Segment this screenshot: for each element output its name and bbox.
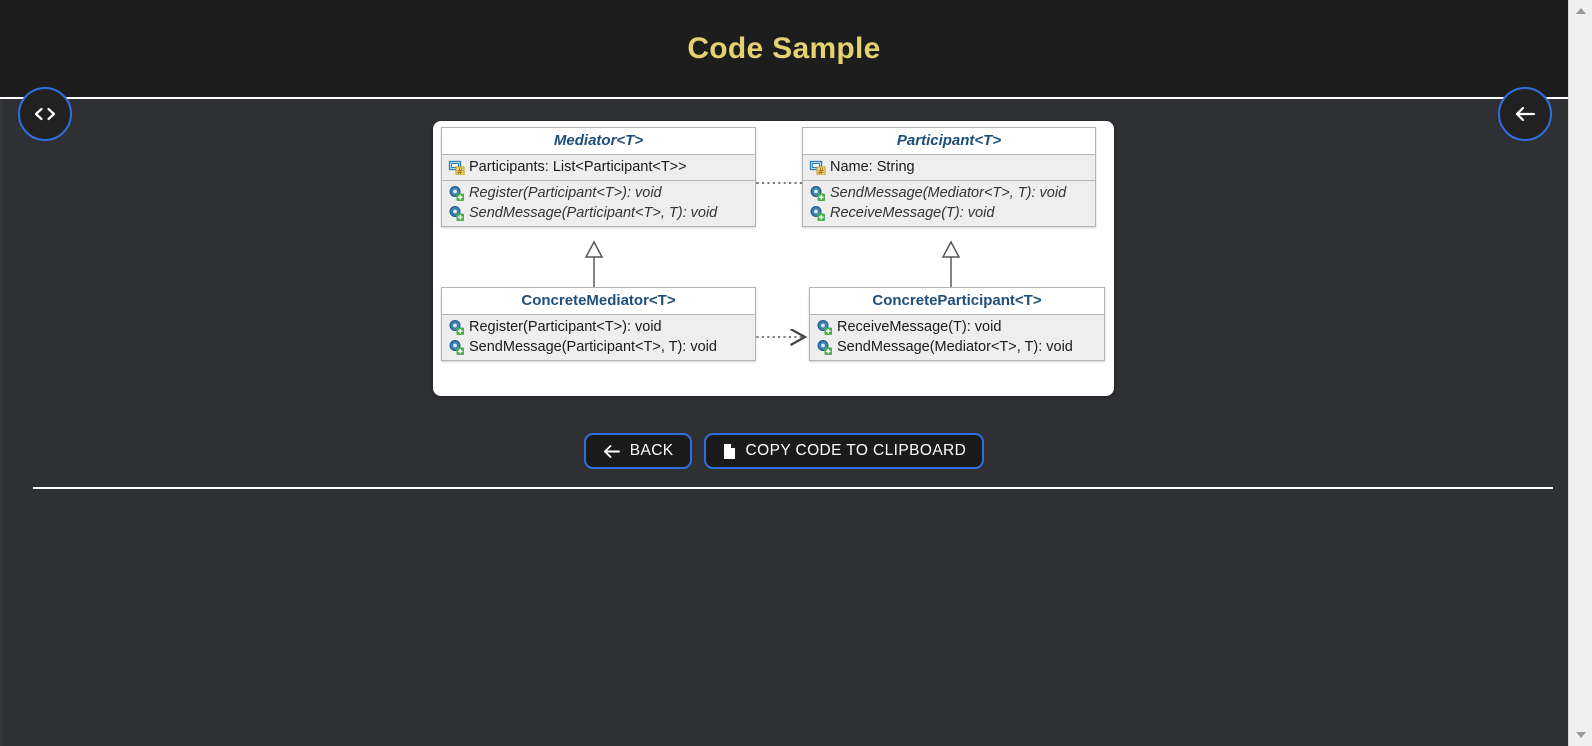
protected-field-icon: # <box>448 159 465 175</box>
uml-field-text: Participants: List<Participant<T>> <box>469 159 687 175</box>
uml-class-concreteparticipant[interactable]: ConcreteParticipant<T> ReceiveMessage(T)… <box>809 287 1105 361</box>
uml-method-text: SendMessage(Participant<T>, T): void <box>469 339 717 355</box>
uml-method-row: Register(Participant<T>): void <box>442 183 755 203</box>
page-title: Code Sample <box>687 31 881 65</box>
back-button-label: BACK <box>629 442 674 459</box>
section-divider <box>33 487 1553 489</box>
uml-method-row: SendMessage(Mediator<T>, T): void <box>810 337 1104 357</box>
uml-method-text: Register(Participant<T>): void <box>469 319 662 335</box>
vertical-scrollbar[interactable] <box>1568 0 1592 746</box>
uml-class-mediator[interactable]: Mediator<T> # Participants: List<Partici… <box>441 127 756 227</box>
uml-method-row: ReceiveMessage(T): void <box>810 317 1104 337</box>
chevron-down-icon <box>1576 732 1586 738</box>
generalization-arrow-concreteparticipant <box>941 240 961 258</box>
back-button[interactable]: BACK <box>583 433 692 469</box>
uml-class-title: Participant<T> <box>803 128 1095 155</box>
public-method-icon <box>809 185 826 201</box>
uml-methods: SendMessage(Mediator<T>, T): void Receiv… <box>803 180 1095 226</box>
uml-class-title: ConcreteMediator<T> <box>442 288 755 315</box>
uml-methods: Register(Participant<T>): void SendMessa… <box>442 180 755 226</box>
uml-method-row: ReceiveMessage(T): void <box>803 203 1095 223</box>
uml-class-title: Mediator<T> <box>442 128 755 155</box>
uml-method-row: SendMessage(Mediator<T>, T): void <box>803 183 1095 203</box>
copy-code-button-label: COPY CODE TO CLIPBOARD <box>745 442 967 459</box>
uml-method-text: Register(Participant<T>): void <box>469 185 662 201</box>
public-method-icon <box>448 205 465 221</box>
page-header: Code Sample <box>0 0 1568 99</box>
public-method-icon <box>809 205 826 221</box>
uml-methods: Register(Participant<T>): void SendMessa… <box>442 315 755 360</box>
uml-diagram-panel: Mediator<T> # Participants: List<Partici… <box>433 121 1114 396</box>
public-method-icon <box>448 185 465 201</box>
uml-class-participant[interactable]: Participant<T> # Name: String <box>802 127 1096 227</box>
uml-method-text: SendMessage(Mediator<T>, T): void <box>830 185 1067 201</box>
copy-code-button[interactable]: COPY CODE TO CLIPBOARD <box>703 433 985 469</box>
svg-text:#: # <box>818 167 825 175</box>
uml-methods: ReceiveMessage(T): void SendMessage(Medi… <box>810 315 1104 360</box>
public-method-icon <box>448 319 465 335</box>
uml-method-text: SendMessage(Mediator<T>, T): void <box>837 339 1073 355</box>
uml-method-text: ReceiveMessage(T): void <box>837 319 1002 335</box>
code-brackets-icon <box>32 106 58 122</box>
uml-fields: # Name: String <box>803 155 1095 180</box>
uml-field-row: # Name: String <box>803 157 1095 177</box>
navigate-back-button[interactable] <box>1498 87 1552 141</box>
arrow-left-icon <box>602 444 621 459</box>
generalization-arrow-concretemediator <box>584 240 604 258</box>
uml-method-text: SendMessage(Participant<T>, T): void <box>469 205 718 221</box>
left-edge-sliver <box>0 99 3 746</box>
uml-method-row: SendMessage(Participant<T>, T): void <box>442 337 755 357</box>
protected-field-icon: # <box>809 159 826 175</box>
scroll-down-button[interactable] <box>1569 724 1592 746</box>
uml-fields: # Participants: List<Participant<T>> <box>442 155 755 180</box>
public-method-icon <box>816 339 833 355</box>
uml-class-concretemediator[interactable]: ConcreteMediator<T> Register(Participant… <box>441 287 756 361</box>
uml-class-title: ConcreteParticipant<T> <box>810 288 1104 315</box>
view-code-button[interactable] <box>18 87 72 141</box>
document-copy-icon <box>722 443 737 460</box>
uml-field-row: # Participants: List<Participant<T>> <box>442 157 755 177</box>
uml-field-text: Name: String <box>830 159 915 175</box>
public-method-icon <box>448 339 465 355</box>
action-bar: BACK COPY CODE TO CLIPBOARD <box>0 433 1568 469</box>
uml-method-text: ReceiveMessage(T): void <box>830 205 995 221</box>
scroll-up-button[interactable] <box>1569 0 1592 22</box>
public-method-icon <box>816 319 833 335</box>
uml-method-row: SendMessage(Participant<T>, T): void <box>442 203 755 223</box>
svg-text:#: # <box>457 167 464 175</box>
chevron-up-icon <box>1576 8 1586 14</box>
arrow-left-icon <box>1513 105 1537 123</box>
uml-method-row: Register(Participant<T>): void <box>442 317 755 337</box>
